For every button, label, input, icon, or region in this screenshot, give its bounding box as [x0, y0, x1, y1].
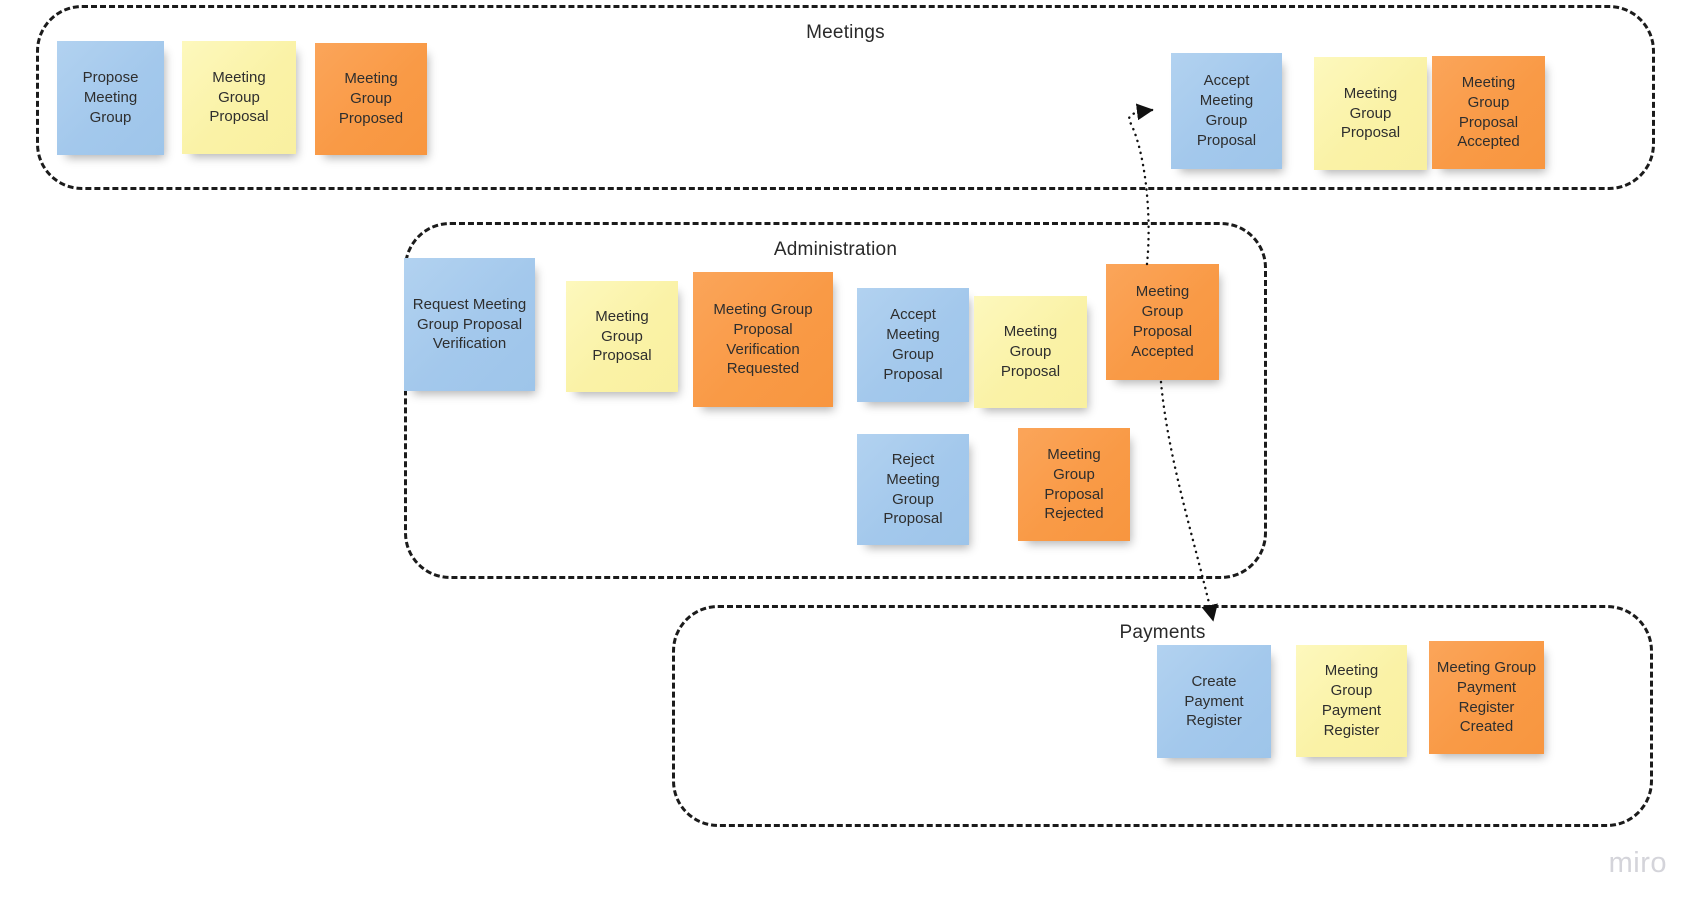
sticky-note-text: Meeting Group Proposal Accepted [1457, 73, 1520, 151]
sticky-note-text: Reject Meeting Group Proposal [883, 450, 943, 528]
sticky-note-command-n7[interactable]: Request Meeting Group Proposal Verificat… [404, 258, 535, 391]
sticky-note-aggregate-n11[interactable]: Meeting Group Proposal [974, 296, 1087, 408]
swimlane-title-administration: Administration [773, 239, 898, 260]
sticky-note-event-n6[interactable]: Meeting Group Proposal Accepted [1432, 56, 1545, 169]
sticky-note-text: Meeting Group Proposal Accepted [1131, 283, 1194, 360]
sticky-note-text: Create Payment Register [1184, 672, 1244, 730]
sticky-note-text: Meeting Group Proposal [1000, 323, 1061, 380]
sticky-note-text: Meeting Group Proposed [338, 70, 404, 127]
sticky-note-command-n4[interactable]: Accept Meeting Group Proposal [1171, 53, 1282, 169]
sticky-note-text: Meeting Group Proposal [592, 307, 652, 365]
sticky-note-text: Accept Meeting Group Proposal [1196, 72, 1257, 149]
sticky-note-event-n14[interactable]: Meeting Group Proposal Rejected [1018, 428, 1130, 541]
sticky-note-text: Accept Meeting Group Proposal [883, 306, 943, 383]
sticky-note-aggregate-n8[interactable]: Meeting Group Proposal [566, 281, 678, 392]
sticky-note-aggregate-n16[interactable]: Meeting Group Payment Register [1296, 645, 1407, 757]
sticky-note-text: Meeting Group Proposal [209, 68, 269, 126]
sticky-note-text: Meeting Group Proposal [1340, 84, 1401, 142]
sticky-note-text: Meeting Group Payment Register [1321, 662, 1382, 739]
sticky-note-command-n1[interactable]: Propose Meeting Group [57, 41, 164, 155]
miro-watermark: miro [1608, 847, 1667, 879]
sticky-note-text: Propose Meeting Group [82, 69, 139, 126]
sticky-note-command-n10[interactable]: Accept Meeting Group Proposal [857, 288, 969, 402]
sticky-note-text: Meeting Group Proposal Verification Requ… [713, 300, 813, 378]
sticky-note-aggregate-n5[interactable]: Meeting Group Proposal [1314, 57, 1427, 170]
sticky-note-event-n17[interactable]: Meeting Group Payment Register Created [1429, 641, 1544, 754]
sticky-note-text: Meeting Group Payment Register Created [1436, 658, 1537, 736]
sticky-note-text: Meeting Group Proposal Rejected [1044, 445, 1104, 523]
sticky-note-text: Request Meeting Group Proposal Verificat… [412, 295, 527, 353]
sticky-note-event-n12[interactable]: Meeting Group Proposal Accepted [1106, 264, 1219, 380]
sticky-note-command-n13[interactable]: Reject Meeting Group Proposal [857, 434, 969, 545]
sticky-note-aggregate-n2[interactable]: Meeting Group Proposal [182, 41, 296, 154]
sticky-note-command-n15[interactable]: Create Payment Register [1157, 645, 1271, 758]
sticky-note-event-n9[interactable]: Meeting Group Proposal Verification Requ… [693, 272, 833, 407]
sticky-note-event-n3[interactable]: Meeting Group Proposed [315, 43, 427, 155]
